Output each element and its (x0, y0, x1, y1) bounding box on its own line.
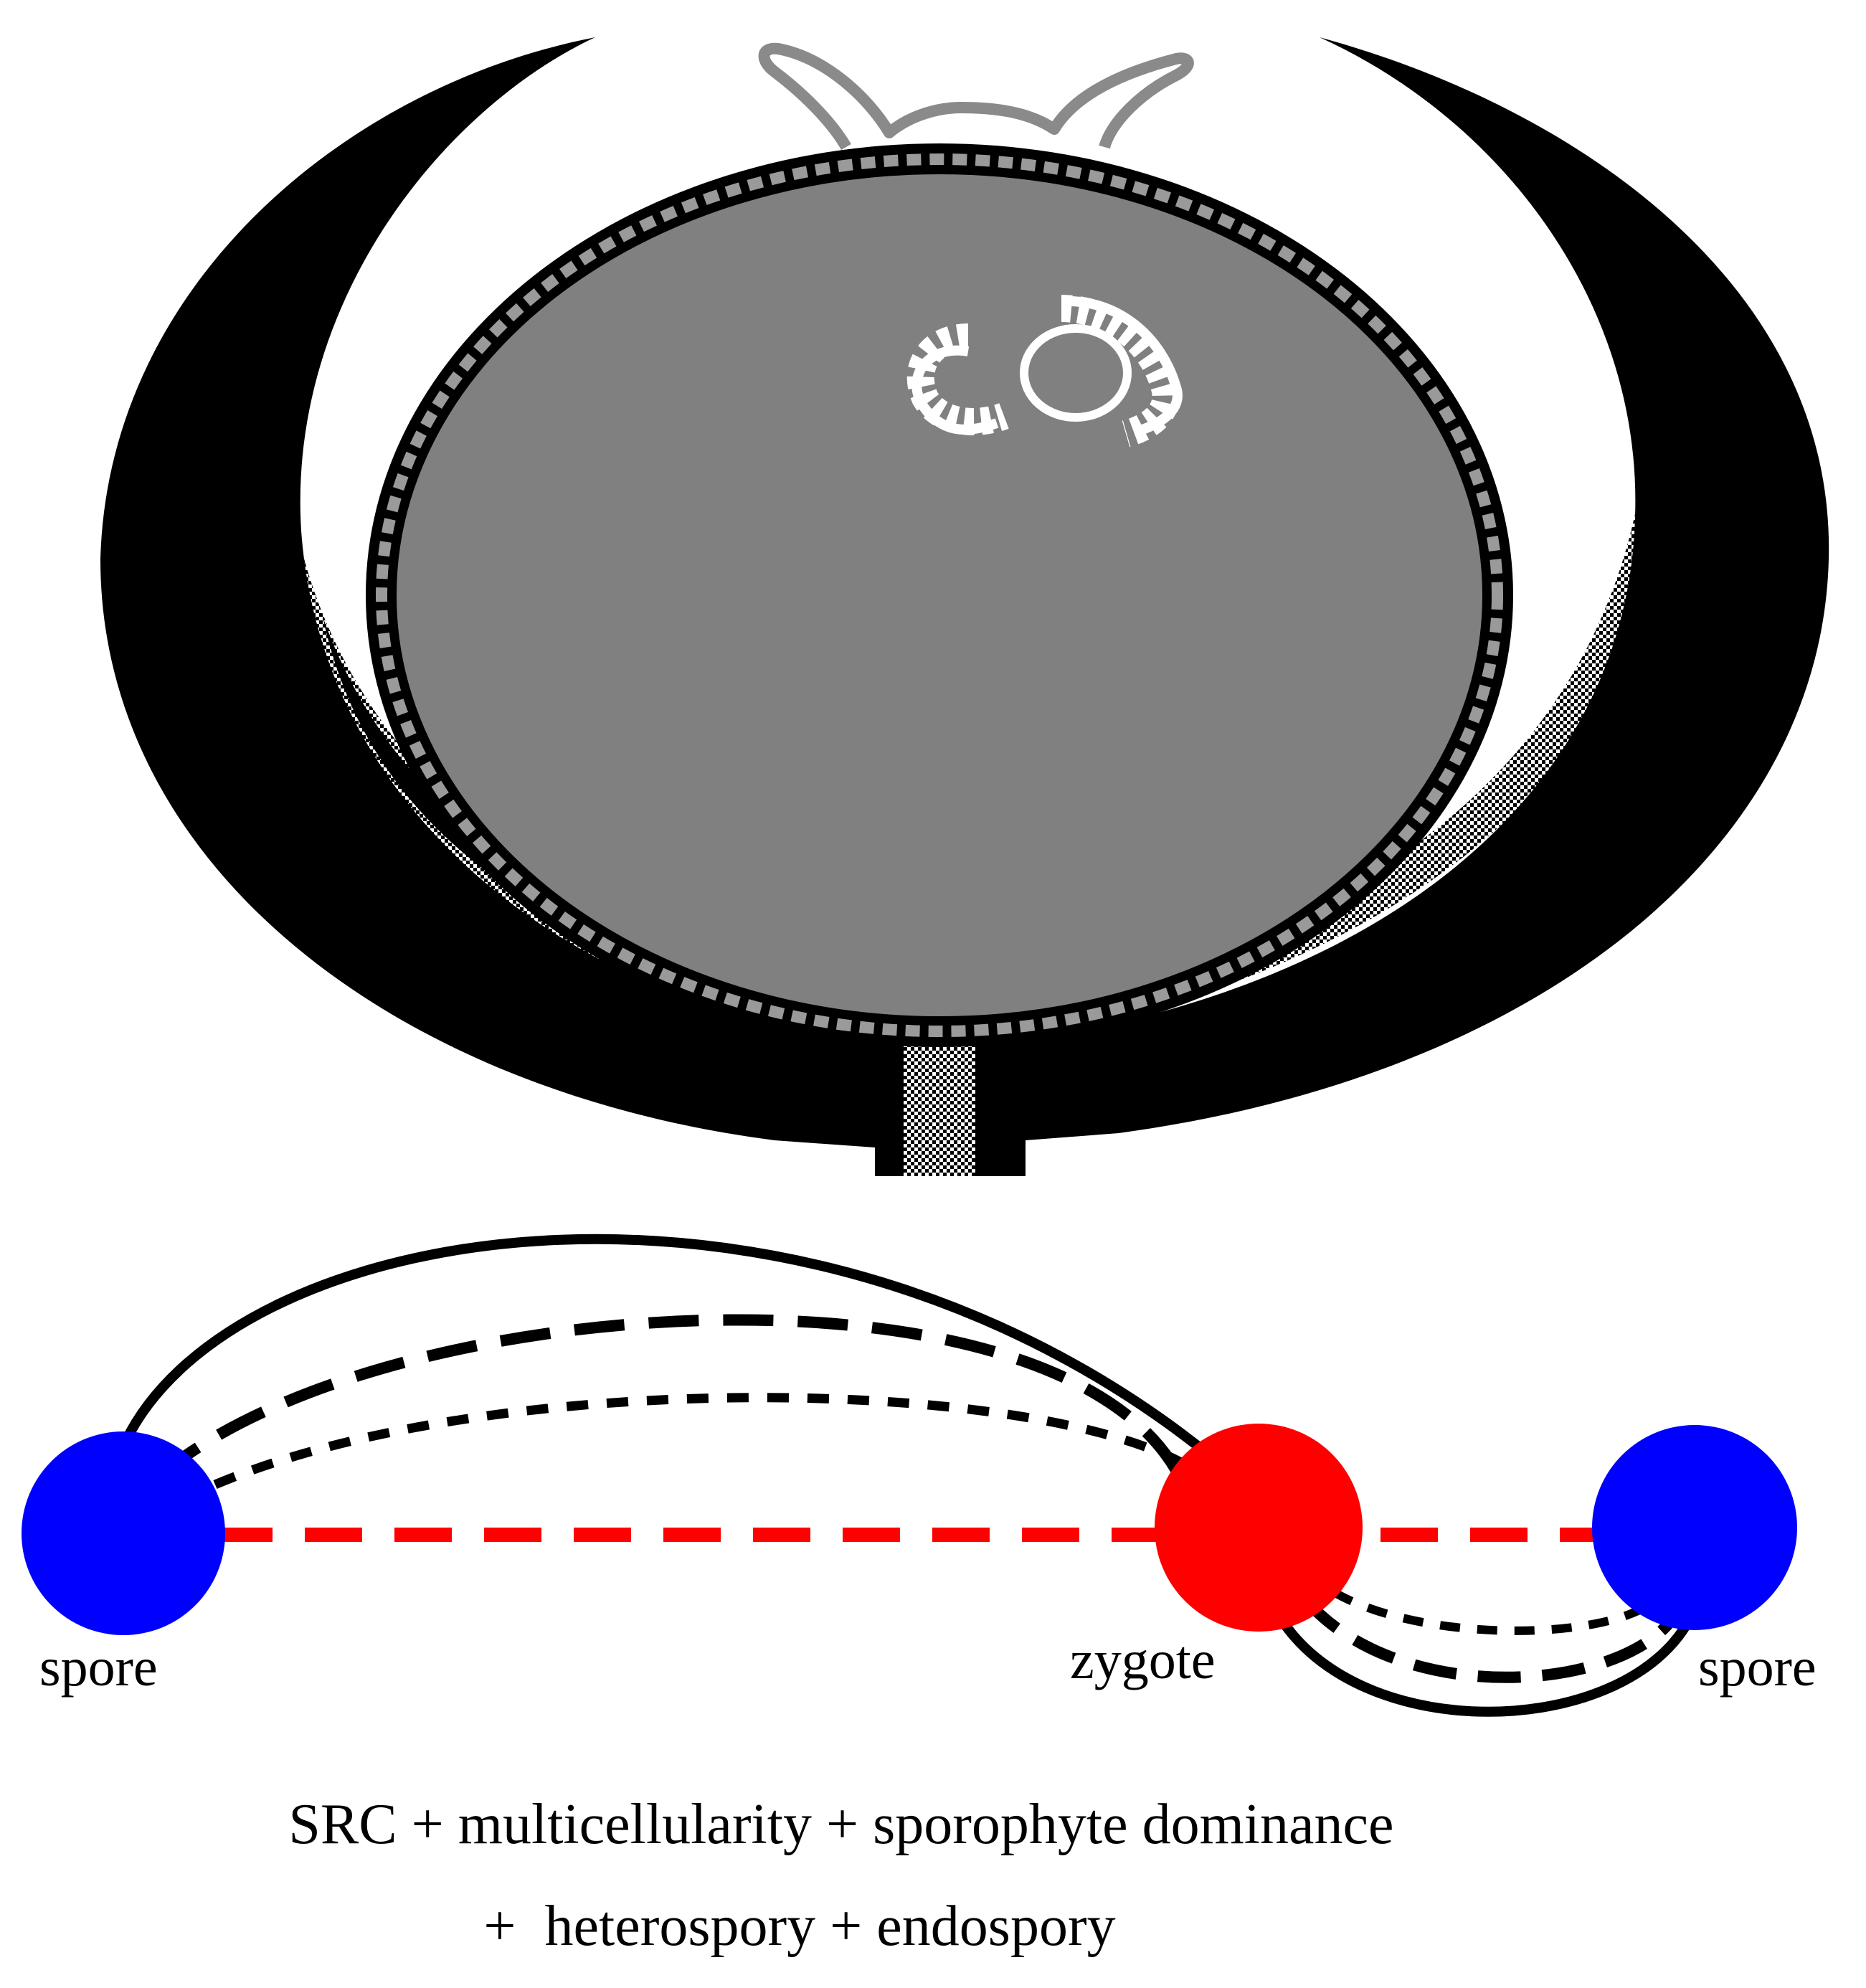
micropyle-tube (758, 42, 1194, 151)
zygote-node (1155, 1424, 1363, 1632)
arc-shortdash-lower (1331, 1588, 1659, 1635)
spore-node-right (1592, 1425, 1797, 1630)
seed-illustration (100, 37, 1829, 1176)
zygote-label: zygote (1070, 1630, 1216, 1690)
spore-label-left: spore (39, 1637, 158, 1698)
life-cycle: spore zygote spore (22, 1234, 1817, 1717)
arc-solid-lower (1257, 1576, 1697, 1717)
seed-body (392, 170, 1487, 1021)
integument-left (100, 37, 904, 1176)
spore-label-right: spore (1698, 1637, 1817, 1698)
integument-right (975, 37, 1829, 1176)
seed-wall-dashes (376, 153, 1503, 1037)
caption-line-1: SRC + multicellularity + sporophyte domi… (288, 1793, 1393, 1856)
arc-shortdash-upper (213, 1393, 1208, 1489)
embryo (906, 295, 1183, 448)
arc-solid-upper (120, 1234, 1223, 1467)
arc-longdash-lower (1300, 1595, 1676, 1683)
caption-line-2: + heterospory + endospory (483, 1895, 1115, 1958)
spore-node-left (22, 1431, 225, 1635)
